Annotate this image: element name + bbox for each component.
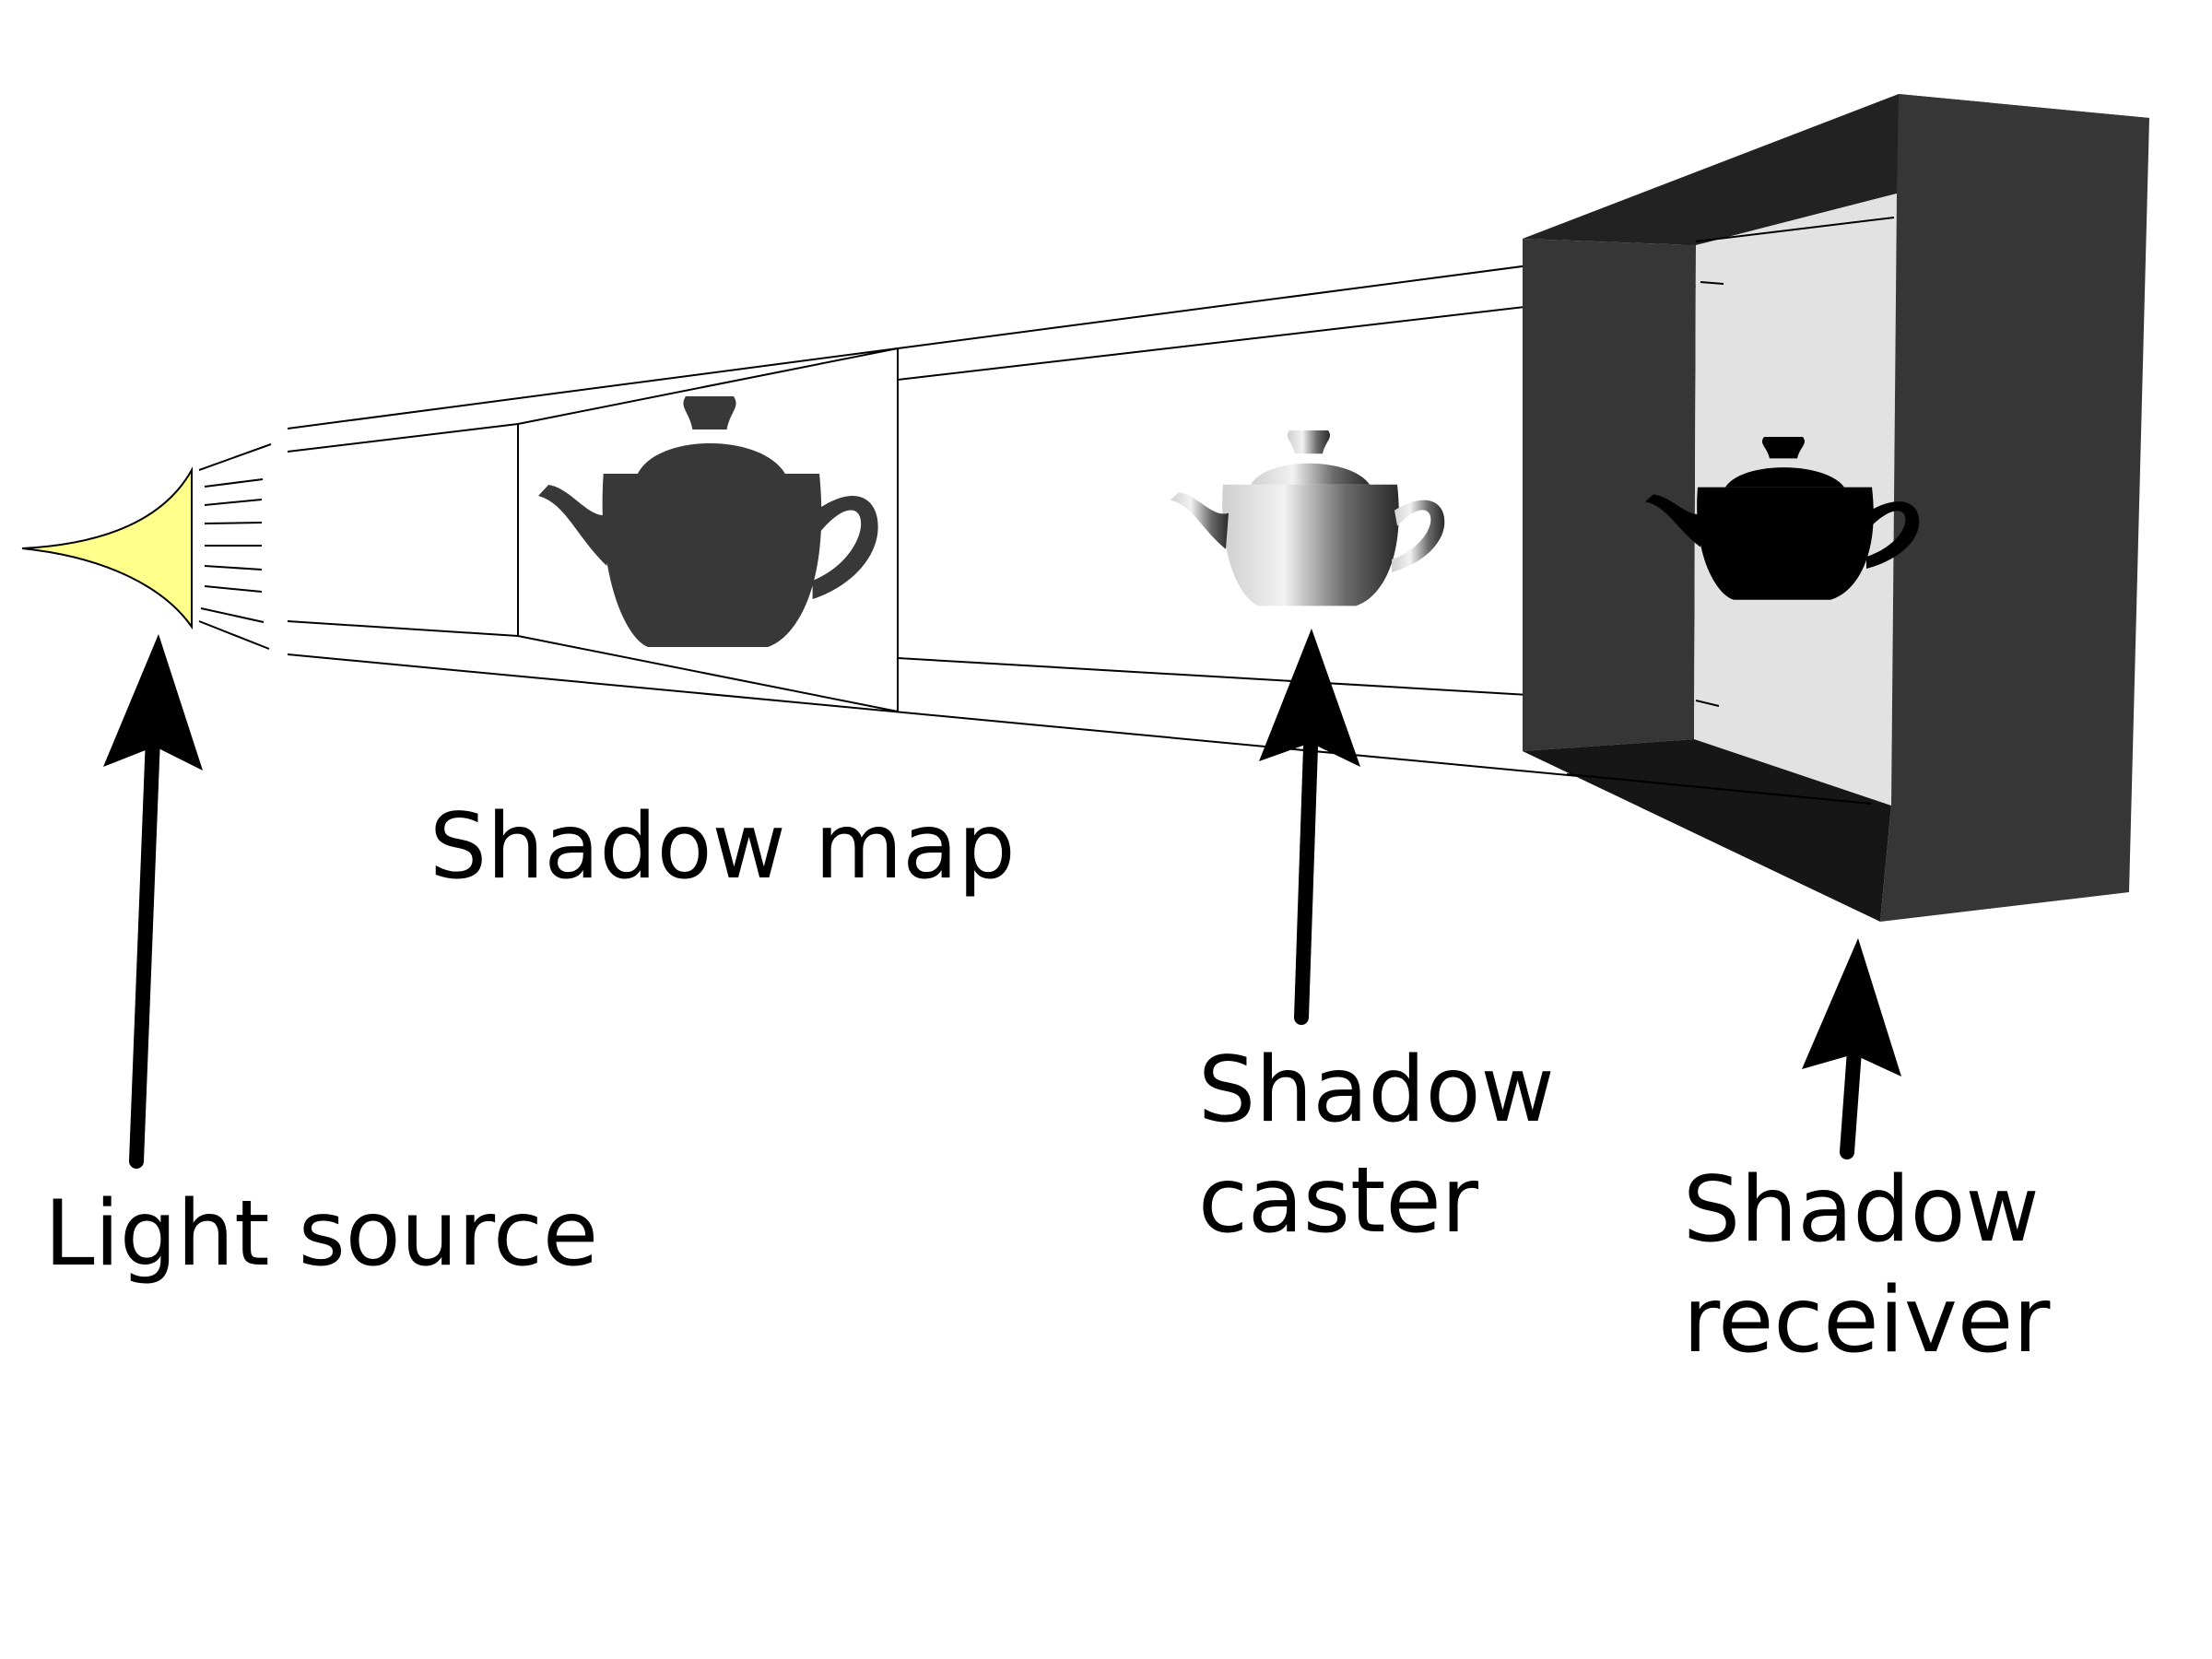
shadow-caster-label-line2: caster — [1198, 1148, 1479, 1253]
shadow-map-label: Shadow map — [429, 794, 1016, 900]
receiver-frame-right — [1880, 94, 2149, 922]
shadow-receiver-label-line1: Shadow — [1683, 1158, 2040, 1263]
shadow-caster-label-line1: Shadow — [1198, 1038, 1555, 1143]
receiver-frame-left — [1523, 239, 1696, 751]
light-cone-icon — [21, 466, 193, 630]
arrow-shadow-receiver — [1802, 938, 1901, 1159]
shaded-teapot-icon — [1171, 430, 1445, 606]
light-rays — [198, 443, 272, 650]
receiver-frame-bottom — [1523, 739, 1891, 922]
arrow-light-source — [103, 634, 203, 1169]
arrow-shadow-caster — [1259, 629, 1360, 1025]
light-source-label: Light source — [44, 1182, 598, 1287]
depth-teapot-icon — [538, 396, 878, 647]
shadow-receiver-label-line2: receiver — [1683, 1268, 2051, 1373]
